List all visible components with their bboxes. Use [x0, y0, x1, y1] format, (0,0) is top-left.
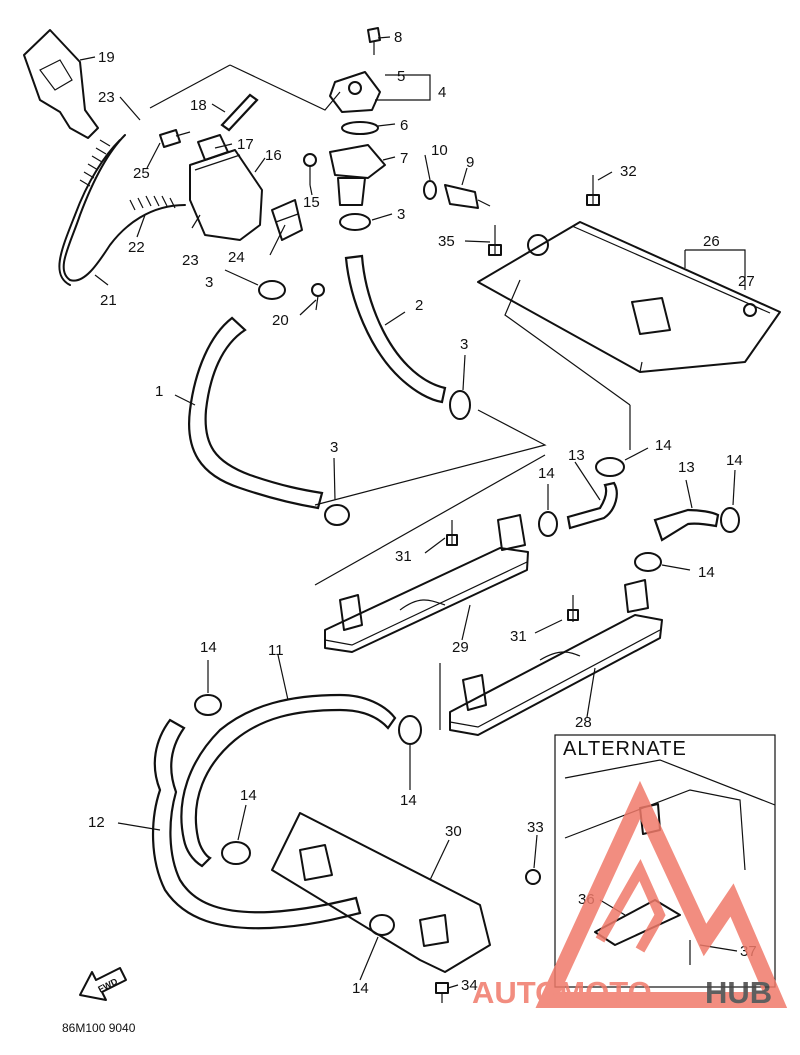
nut-33	[525, 869, 541, 885]
plate-26	[477, 221, 781, 373]
alternate-title: ALTERNATE	[563, 738, 687, 760]
label-33: 33	[527, 819, 544, 836]
label-19: 19	[98, 49, 115, 66]
label-14-c: 14	[726, 452, 743, 469]
label-31-b: 31	[510, 628, 527, 645]
bolt-8	[367, 27, 381, 55]
label-14-d: 14	[698, 564, 715, 581]
watermark-text-part2: HUB	[705, 975, 772, 1010]
label-26: 26	[703, 233, 720, 250]
label-31-a: 31	[395, 548, 412, 565]
hose-13	[566, 481, 720, 542]
label-13-a: 13	[568, 447, 585, 464]
label-23-top: 23	[98, 89, 115, 106]
label-15: 15	[303, 194, 320, 211]
label-14-h: 14	[352, 980, 369, 997]
label-13-b: 13	[678, 459, 695, 476]
label-27: 27	[738, 273, 755, 290]
label-5: 5	[397, 68, 405, 85]
radiator-28	[449, 579, 663, 736]
gasket-10	[423, 180, 437, 200]
label-14-g: 14	[240, 787, 257, 804]
label-2: 2	[415, 297, 423, 314]
label-1: 1	[155, 383, 163, 400]
hose-11	[180, 693, 397, 868]
hose-1	[188, 316, 324, 510]
label-8: 8	[394, 29, 402, 46]
plate-30	[271, 812, 491, 973]
label-7: 7	[400, 150, 408, 167]
reservoir-tank-16	[189, 134, 263, 241]
automotohub-watermark-logo: AUTOMOTO HUB	[472, 780, 788, 1010]
label-25: 25	[133, 165, 150, 182]
label-3-d: 3	[330, 439, 338, 456]
bolt-31	[446, 520, 579, 622]
clamp-14	[538, 457, 740, 572]
label-9: 9	[466, 154, 474, 171]
label-21: 21	[100, 292, 117, 309]
label-12: 12	[88, 814, 105, 831]
label-3-b: 3	[397, 206, 405, 223]
label-17: 17	[237, 136, 254, 153]
label-30: 30	[445, 823, 462, 840]
clamp-3	[258, 213, 471, 526]
label-10: 10	[431, 142, 448, 159]
radiator-29	[324, 514, 529, 653]
label-6: 6	[400, 117, 408, 134]
bolt-34	[435, 982, 449, 1003]
label-3-c: 3	[460, 336, 468, 353]
watermark-text-part1: AUTOMOTO	[472, 975, 652, 1010]
label-28: 28	[575, 714, 592, 731]
label-29: 29	[452, 639, 469, 656]
bolt-15	[303, 153, 317, 185]
hose-12	[151, 718, 362, 930]
overflow-hose-18	[220, 93, 259, 132]
clamp-14-lower	[194, 694, 422, 936]
label-14-e: 14	[200, 639, 217, 656]
bolt-32	[586, 175, 600, 206]
label-11: 11	[268, 642, 284, 659]
label-22: 22	[128, 239, 145, 256]
label-35: 35	[438, 233, 455, 250]
label-34: 34	[461, 977, 478, 994]
callout-labels: 19 23 18 17 16 25 22 23 21 24 3 20 15 8 …	[88, 29, 757, 997]
hose-2	[344, 254, 447, 404]
label-4: 4	[438, 84, 446, 101]
label-16: 16	[265, 147, 282, 164]
bolt-20	[311, 283, 325, 311]
thermostat-cover-5	[329, 71, 381, 113]
label-23: 23	[182, 252, 199, 269]
label-14-f: 14	[400, 792, 417, 809]
label-32: 32	[620, 163, 637, 180]
leader-lines	[79, 36, 746, 989]
sender-9	[444, 184, 491, 209]
label-24: 24	[228, 249, 245, 266]
thermostat-housing-7	[329, 144, 386, 206]
fwd-arrow: FWD	[79, 967, 127, 1001]
bracket-24	[271, 199, 303, 241]
label-14-b: 14	[655, 437, 672, 454]
label-14-a: 14	[538, 465, 555, 482]
nut-27	[743, 303, 757, 317]
bolt-25	[159, 129, 191, 148]
bolt-35	[488, 225, 502, 256]
label-3-a: 3	[205, 274, 213, 291]
bracket-19	[23, 29, 99, 139]
label-20: 20	[272, 312, 289, 329]
vent-hose-21	[58, 134, 186, 286]
o-ring-6	[341, 121, 379, 135]
label-18: 18	[190, 97, 207, 114]
diagram-code: 86M100 9040	[62, 1021, 136, 1035]
